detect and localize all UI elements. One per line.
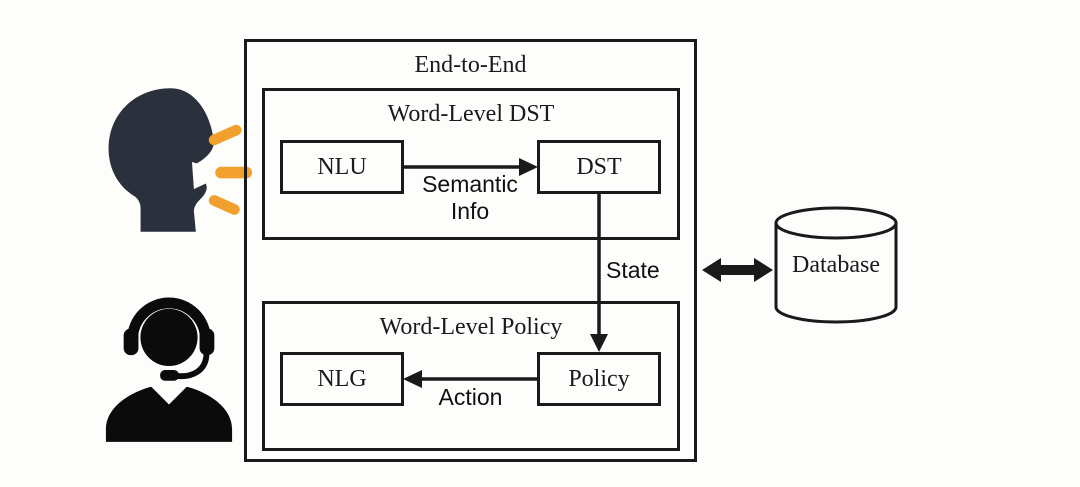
dst-label: DST [576,153,622,180]
mic-tip [160,369,179,381]
semantic-info-label: Semantic Info [422,171,518,224]
action-label: Action [438,384,503,410]
word-level-dst-title: Word-Level DST [387,101,555,127]
headset-earmuff-right [199,328,215,356]
headset-band [127,297,211,345]
agent-head [140,308,198,367]
headset-agent-icon [105,297,233,442]
end-to-end-box [244,39,697,462]
agent-torso [105,386,233,442]
policy-box: Policy [537,352,661,406]
nlu-box: NLU [280,140,404,194]
database-double-arrow [702,258,773,282]
headset-earmuff-left [123,328,139,356]
dst-box: DST [537,140,661,194]
end-to-end-title: End-to-End [414,52,527,78]
nlg-box: NLG [280,352,404,406]
state-label: State [606,257,660,283]
mic-boom [172,350,210,380]
head-silhouette [108,88,214,232]
word-level-dst-box [262,88,680,240]
nlu-label: NLU [317,153,367,180]
database-label: Database [792,252,880,278]
speaking-head-icon [108,88,253,232]
word-level-policy-title: Word-Level Policy [379,314,563,340]
nlg-label: NLG [317,365,367,392]
policy-label: Policy [568,365,630,392]
word-level-policy-box [262,301,680,451]
mouth-notch [191,161,229,190]
